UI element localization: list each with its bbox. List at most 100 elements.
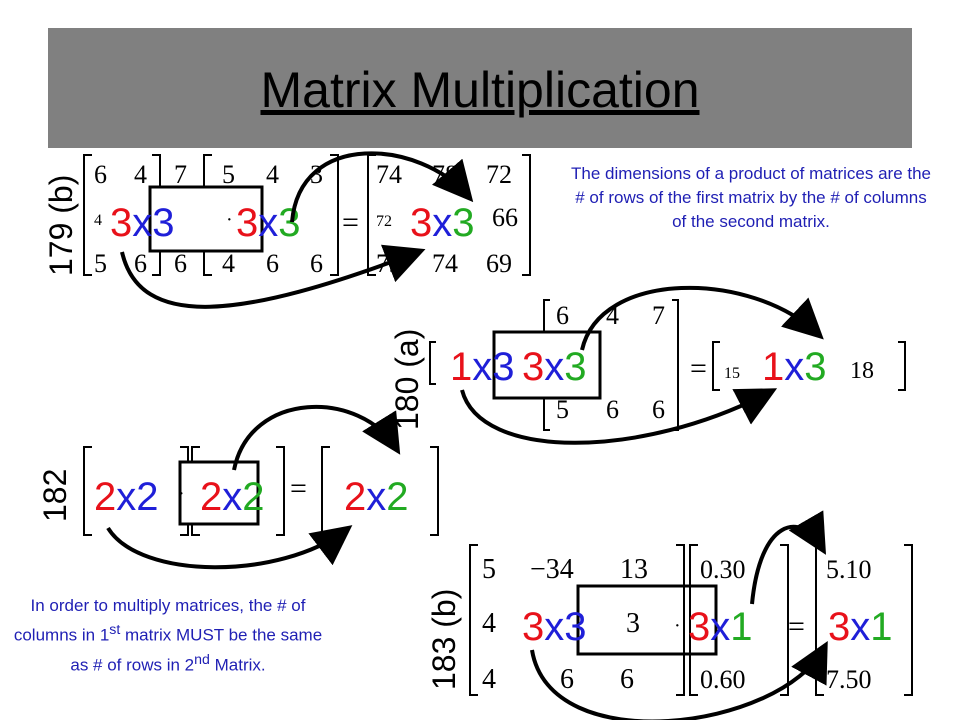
matrix-cell: 5: [482, 554, 496, 585]
dimension-label-b: 3x1: [688, 605, 753, 649]
matrix-cell: 4: [222, 249, 235, 278]
dimension-label-result: 2x2: [344, 475, 409, 519]
slide-title: Matrix Multiplication: [260, 62, 700, 118]
equals-sign: =: [788, 610, 805, 643]
matrix-cell: 74: [432, 249, 458, 278]
matrix-cell: 74: [376, 160, 402, 189]
example-182: 182 = 2x2 · 2x2 2x2: [37, 404, 439, 570]
matrix-cell: 6: [606, 395, 619, 424]
example-label: 183 (b): [426, 589, 462, 690]
matrix-cell: 4: [94, 212, 102, 229]
multiply-rule-note: In order to multiply matrices, the # of …: [13, 596, 323, 675]
arrow-cols-to-result: [750, 510, 827, 605]
matrix-cell: 13: [620, 554, 648, 585]
result-matrix: 15 18: [724, 358, 874, 384]
dot-sign: ·: [674, 615, 681, 637]
example-179b: 179 (b) 6 4 7 4 5 6 6 5 4 3 4 6 6 =: [43, 151, 531, 309]
svg-text:2x2: 2x2: [344, 475, 409, 519]
dimension-label-a: 3x3: [522, 605, 587, 649]
matrix-cell: 18: [850, 358, 874, 384]
dimension-label-a: 3x3: [110, 201, 175, 245]
matrix-cell: 3: [626, 608, 640, 639]
svg-text:3x3: 3x3: [110, 201, 175, 245]
matrix-cell: 69: [486, 249, 512, 278]
matrix-cell: 72: [376, 213, 392, 230]
result-matrix: 5.10 7.50: [826, 555, 872, 694]
matrix-cell: 0.30: [700, 555, 746, 584]
matrix-cell: 4: [482, 664, 496, 695]
dimension-label-a: 1x3: [450, 345, 515, 389]
matrix-cell: 6: [134, 249, 147, 278]
matrix-cell: 0.60: [700, 665, 746, 694]
matrix-cell: 7: [652, 301, 665, 330]
example-label: 182: [37, 469, 73, 522]
dimension-label-b: 2x2: [200, 475, 265, 519]
matrix-cell: 4: [266, 160, 279, 189]
example-183b: 183 (b) 5 −34 13 4 3 4 6 6 0.30 0.60 =: [426, 510, 913, 720]
dimension-label-a: 2x2: [94, 475, 159, 519]
matrix-cell: 72: [486, 160, 512, 189]
matrix-cell: 4: [482, 608, 496, 639]
dimension-label-result: 3x3: [410, 201, 475, 245]
matrix-bracket-left: [469, 544, 685, 696]
title-bar: Matrix Multiplication: [48, 28, 912, 148]
svg-text:2x2: 2x2: [94, 475, 159, 519]
arrow-rows-to-result: [460, 388, 778, 445]
svg-text:3x3: 3x3: [410, 201, 475, 245]
arrow-cols-to-result: [290, 151, 474, 223]
svg-text:2x2: 2x2: [200, 475, 265, 519]
arrow-cols-to-result: [232, 404, 401, 471]
matrix-cell: 4: [134, 160, 147, 189]
matrix-cell: 6: [310, 249, 323, 278]
example-180a: 180 (a) 6 4 7 5 6 6 = 15 18 1x3: [389, 285, 906, 445]
equals-sign: =: [690, 352, 707, 385]
svg-text:3x3: 3x3: [522, 345, 587, 389]
matrix-cell: 15: [724, 365, 740, 382]
matrix-cell: 6: [556, 301, 569, 330]
inner-dimension-box: [148, 185, 264, 253]
matrix-b: 5 4 3 4 6 6: [222, 160, 323, 278]
arrow-cols-to-result: [580, 285, 824, 351]
matrix-bracket-right: [689, 544, 789, 696]
matrix-cell: 6: [620, 664, 634, 695]
dot-sign: ·: [178, 483, 185, 505]
matrix-cell: 6: [560, 664, 574, 695]
arrow-rows-to-result: [120, 244, 426, 309]
matrix-cell: 66: [492, 203, 518, 232]
matrix-a: 5 −34 13 4 3 4 6 6: [482, 554, 648, 695]
matrix-cell: 5: [94, 249, 107, 278]
inner-dimension-box: [576, 584, 718, 656]
inner-dimension-box: [178, 460, 260, 526]
svg-text:3x3: 3x3: [522, 605, 587, 649]
example-label: 179 (b): [43, 175, 79, 276]
equals-sign: =: [342, 206, 359, 239]
dimension-label-b: 3x3: [236, 201, 301, 245]
matrix-cell: 6: [652, 395, 665, 424]
matrix-a: 6 4 7 4 5 6 6: [94, 160, 187, 278]
dimension-label-result: 3x1: [828, 605, 893, 649]
matrix-cell: 5.10: [826, 555, 872, 584]
arrow-rows-to-result: [106, 525, 353, 570]
svg-text:1x3: 1x3: [450, 345, 515, 389]
arrow-rows-to-result: [530, 640, 828, 720]
svg-text:3x1: 3x1: [828, 605, 893, 649]
svg-text:1x3: 1x3: [762, 345, 827, 389]
matrix-cell: −34: [530, 554, 574, 585]
matrix-b: 0.30 0.60: [700, 555, 746, 694]
svg-text:3x3: 3x3: [236, 201, 301, 245]
svg-text:3x1: 3x1: [688, 605, 753, 649]
dimension-label-b: 3x3: [522, 345, 587, 389]
matrix-cell: 6: [174, 249, 187, 278]
matrix-cell: 7.50: [826, 665, 872, 694]
equals-sign: =: [290, 472, 307, 505]
matrix-cell: 7: [174, 160, 187, 189]
dot-sign: ·: [226, 209, 233, 231]
matrix-cell: 6: [94, 160, 107, 189]
matrix-b: 6 4 7 5 6 6: [556, 301, 665, 424]
dimensions-note: The dimensions of a product of matrices …: [570, 164, 931, 231]
matrix-cell: 6: [266, 249, 279, 278]
matrix-cell: 5: [222, 160, 235, 189]
result-bracket: [712, 341, 906, 391]
dimension-label-result: 1x3: [762, 345, 827, 389]
